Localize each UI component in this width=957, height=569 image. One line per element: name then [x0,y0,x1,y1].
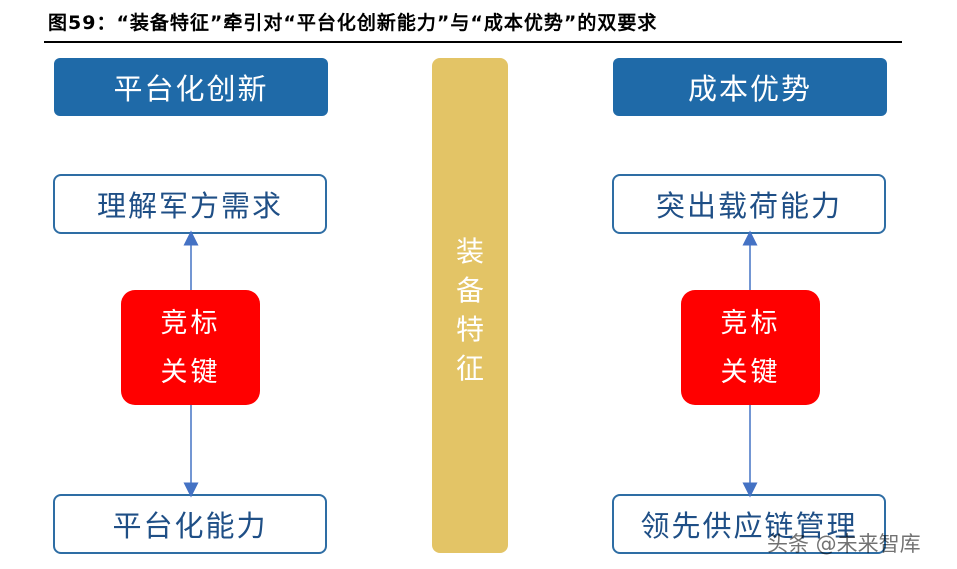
figure-title: 图59：“装备特征”牵引对“平台化创新能力”与“成本优势”的双要求 [48,12,658,34]
title-rule [44,41,902,43]
left-key-box: 竞标 关键 [121,290,260,405]
right-key-line1: 竞标 [720,307,781,339]
right-header: 成本优势 [613,58,887,116]
left-key-line2: 关键 [160,356,221,388]
watermark: 头条 @未来智库 [767,532,921,556]
left-key-line1: 竞标 [160,307,221,339]
right-top-box: 突出载荷能力 [612,174,886,234]
center-char-1: 装 [455,235,484,268]
center-label: 装 备 特 征 [432,232,508,388]
center-char-2: 备 [455,274,484,307]
right-key-line2: 关键 [720,356,781,388]
center-char-4: 征 [455,352,484,385]
center-bar [432,58,508,553]
left-bottom-box: 平台化能力 [53,494,327,554]
left-top-box: 理解军方需求 [53,174,327,234]
right-key-box: 竞标 关键 [681,290,820,405]
center-char-3: 特 [455,313,484,346]
left-header: 平台化创新 [54,58,328,116]
